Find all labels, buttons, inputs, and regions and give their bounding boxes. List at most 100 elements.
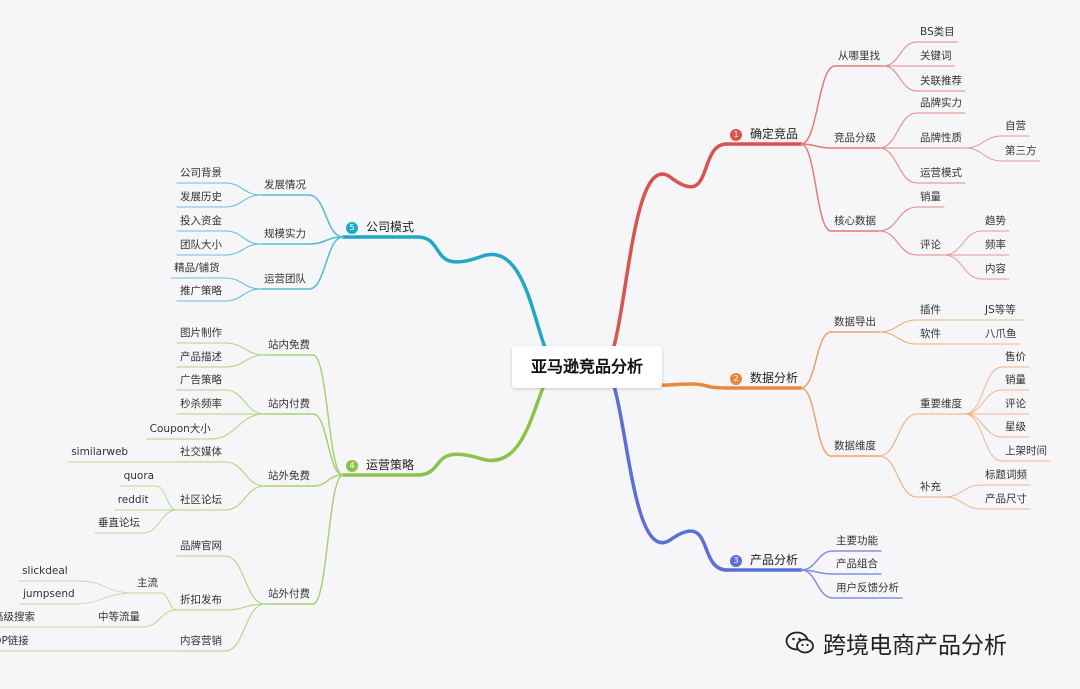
topic-node[interactable]: 内容营销 — [180, 634, 222, 648]
topic-node[interactable]: 评论 — [1005, 397, 1026, 411]
topic-node[interactable]: 品牌性质 — [920, 131, 962, 145]
topic-node[interactable]: similarweb — [71, 445, 128, 459]
topic-node[interactable]: 主流 — [137, 576, 158, 590]
topic-node[interactable]: 自营 — [1005, 119, 1026, 133]
topic-node[interactable]: 垂直论坛 — [98, 516, 140, 530]
topic-node[interactable]: 频率 — [985, 238, 1006, 252]
topic-node[interactable]: 投入资金 — [180, 214, 222, 228]
topic-node[interactable]: 中等流量 — [98, 610, 140, 624]
topic-node[interactable]: 销量 — [1005, 373, 1026, 387]
topic-node[interactable]: 运营模式 — [920, 166, 962, 180]
connector — [964, 366, 1003, 415]
connector — [224, 182, 262, 196]
connector — [224, 230, 262, 245]
topic-node[interactable]: 核心数据 — [834, 214, 876, 228]
topic-node[interactable]: 产品尺寸 — [985, 492, 1027, 506]
topic-node[interactable]: 广告策略 — [180, 373, 222, 387]
topic-node[interactable]: 社区论坛 — [180, 493, 222, 507]
connector — [800, 65, 836, 145]
topic-node[interactable]: 数据维度 — [834, 439, 876, 453]
topic-label: 公司模式 — [366, 220, 415, 234]
wechat-icon — [785, 631, 814, 654]
topic-node[interactable]: 用户反馈分析 — [836, 581, 899, 595]
topic-node[interactable]: quora — [124, 469, 155, 483]
topic-node[interactable]: 公司背景 — [180, 166, 222, 180]
connector — [224, 603, 266, 652]
topic-node[interactable]: 谷歌高级搜索 — [0, 610, 35, 624]
topic-label: slickdeal — [22, 565, 68, 577]
topic-node[interactable]: 站外付费 — [268, 587, 310, 601]
topic-node[interactable]: 评论 — [920, 238, 941, 252]
topic-label: 频率 — [985, 239, 1006, 251]
topic-node[interactable]: 内容 — [985, 262, 1006, 276]
topic-node[interactable]: 重要维度 — [920, 397, 962, 411]
topic-node[interactable]: 从哪里找 — [838, 49, 880, 63]
topic-label: 站内免费 — [268, 339, 310, 351]
topic-node[interactable]: 产品描述 — [180, 350, 222, 364]
topic-label: 评论 — [920, 239, 941, 251]
topic-node[interactable]: 第三方 — [1005, 144, 1037, 158]
topic-node[interactable]: 软件 — [920, 327, 941, 341]
branch-number-badge: 4 — [346, 460, 358, 472]
watermark-text: 跨境电商产品分析 — [823, 633, 1007, 659]
topic-node[interactable]: 趋势 — [985, 214, 1006, 228]
topic-label: Coupon大小 — [149, 423, 211, 435]
topic-node[interactable]: 站外免费 — [268, 469, 310, 483]
topic-node[interactable]: 社交媒体 — [180, 445, 222, 459]
topic-node[interactable]: 秒杀频率 — [180, 397, 222, 411]
topic-node[interactable]: 发展历史 — [180, 190, 222, 204]
topic-node[interactable]: 插件 — [920, 303, 941, 317]
topic-node[interactable]: 补充 — [920, 480, 941, 494]
topic-node[interactable]: 销量 — [920, 190, 941, 204]
topic-node[interactable]: 主要功能 — [836, 534, 878, 548]
topic-label: JS等等 — [985, 304, 1016, 316]
topic-node[interactable]: 星级 — [1005, 420, 1026, 434]
topic-node[interactable]: 竞品分级 — [834, 131, 876, 145]
topic-node[interactable]: 精品/铺货 — [174, 261, 220, 275]
topic-node[interactable]: 站内付费 — [268, 397, 310, 411]
topic-node[interactable]: 推广策略 — [180, 284, 222, 298]
root-node[interactable]: 亚马逊竞品分析 — [512, 346, 662, 388]
connector — [878, 206, 918, 232]
connector — [308, 194, 344, 238]
topic-label: 插件 — [920, 304, 941, 316]
connector — [800, 143, 832, 232]
topic-node[interactable]: 折扣发布 — [180, 593, 222, 607]
topic-node[interactable]: Coupon大小 — [150, 422, 211, 436]
topic-node[interactable]: 发展情况 — [264, 178, 306, 192]
topic-label: 数据导出 — [834, 316, 876, 328]
topic-node[interactable]: slickdeal — [22, 564, 68, 578]
connector — [878, 413, 918, 457]
topic-node[interactable]: JS等等 — [985, 303, 1016, 317]
topic-node[interactable]: reddit — [118, 493, 149, 507]
topic-node[interactable]: 上架时间 — [1005, 444, 1047, 458]
topic-node[interactable]: 数据导出 — [834, 315, 876, 329]
topic-label: quora — [123, 470, 155, 482]
topic-node[interactable]: jumpsend — [23, 587, 75, 601]
topic-label: 重要维度 — [920, 398, 962, 410]
connector — [943, 484, 983, 498]
connector — [142, 609, 178, 628]
topic-node[interactable]: 标题词频 — [985, 468, 1027, 482]
topic-node[interactable]: 团队大小 — [180, 238, 222, 252]
connector — [943, 496, 983, 510]
topic-node[interactable]: alvel反查权威链接/DP链接 — [0, 634, 29, 648]
topic-node[interactable]: 品牌官网 — [180, 539, 222, 553]
topic-node[interactable]: 品牌实力 — [920, 96, 962, 110]
topic-node[interactable]: 八爪鱼 — [985, 327, 1017, 341]
topic-node[interactable]: 图片制作 — [180, 326, 222, 340]
topic-node[interactable]: 产品组合 — [836, 557, 878, 571]
topic-node[interactable]: 运营团队 — [264, 272, 306, 286]
topic-node[interactable]: 关键词 — [920, 49, 952, 63]
topic-node[interactable]: 售价 — [1005, 350, 1026, 364]
topic-node[interactable]: 站内免费 — [268, 338, 310, 352]
topic-node[interactable]: 规模实力 — [264, 227, 306, 241]
topic-label: 评论 — [1005, 398, 1026, 410]
topic-node[interactable]: BS类目 — [920, 25, 955, 39]
topic-node[interactable]: 关联推荐 — [920, 74, 962, 88]
